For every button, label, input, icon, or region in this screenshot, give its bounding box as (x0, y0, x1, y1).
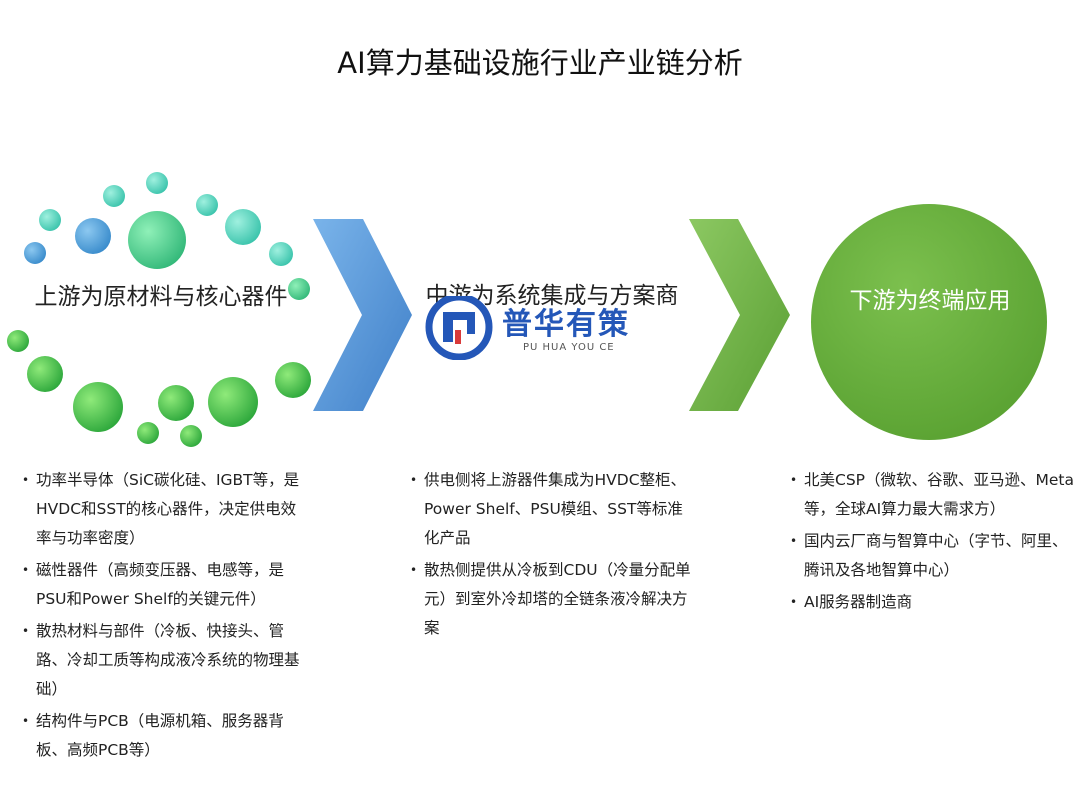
list-item: 国内云厂商与智算中心（字节、阿里、腾讯及各地智算中心） (790, 527, 1075, 585)
upstream-label: 上游为原材料与核心器件 (34, 284, 288, 310)
bubble (75, 218, 111, 254)
list-item: 北美CSP（微软、谷歌、亚马逊、Meta等，全球AI算力最大需求方） (790, 466, 1075, 524)
bubble (180, 425, 202, 447)
bubble (39, 209, 61, 231)
list-item: 磁性器件（高频变压器、电感等，是PSU和Power Shelf的关键元件） (22, 556, 304, 614)
midstream-list: 供电侧将上游器件集成为HVDC整柜、Power Shelf、PSU模组、SST等… (410, 466, 695, 646)
downstream-label: 下游为终端应用 (849, 288, 1011, 314)
bubble (269, 242, 293, 266)
logo-subtext: PU HUA YOU CE (523, 342, 615, 353)
bubble (7, 330, 29, 352)
list-item: AI服务器制造商 (790, 588, 1075, 617)
list-item: 散热材料与部件（冷板、快接头、管路、冷却工质等构成液冷系统的物理基础） (22, 617, 304, 704)
chevron-arrow-green (689, 219, 790, 411)
bubble (27, 356, 63, 392)
logo-icon (425, 293, 493, 361)
list-item: 散热侧提供从冷板到CDU（冷量分配单元）到室外冷却塔的全链条液冷解决方案 (410, 556, 695, 643)
upstream-bubble-ring (7, 172, 311, 447)
bubble (158, 385, 194, 421)
chevron-arrow-blue (313, 219, 412, 411)
logo-wordmark: 普华有策 (502, 307, 630, 342)
bubble (73, 382, 123, 432)
bubble (128, 211, 186, 269)
page-title: AI算力基础设施行业产业链分析 (337, 46, 743, 80)
downstream-circle (811, 204, 1047, 440)
watermark-logo: 普华有策 PU HUA YOU CE (425, 293, 660, 361)
bubble (146, 172, 168, 194)
downstream-list: 北美CSP（微软、谷歌、亚马逊、Meta等，全球AI算力最大需求方） 国内云厂商… (790, 466, 1075, 620)
bubble (208, 377, 258, 427)
bubble (196, 194, 218, 216)
list-item: 结构件与PCB（电源机箱、服务器背板、高频PCB等） (22, 707, 304, 765)
bubble (137, 422, 159, 444)
upstream-list: 功率半导体（SiC碳化硅、IGBT等，是HVDC和SST的核心器件，决定供电效率… (22, 466, 304, 768)
bubble (275, 362, 311, 398)
bubble (288, 278, 310, 300)
bubble (24, 242, 46, 264)
list-item: 供电侧将上游器件集成为HVDC整柜、Power Shelf、PSU模组、SST等… (410, 466, 695, 553)
list-item: 功率半导体（SiC碳化硅、IGBT等，是HVDC和SST的核心器件，决定供电效率… (22, 466, 304, 553)
bubble (103, 185, 125, 207)
bubble (225, 209, 261, 245)
